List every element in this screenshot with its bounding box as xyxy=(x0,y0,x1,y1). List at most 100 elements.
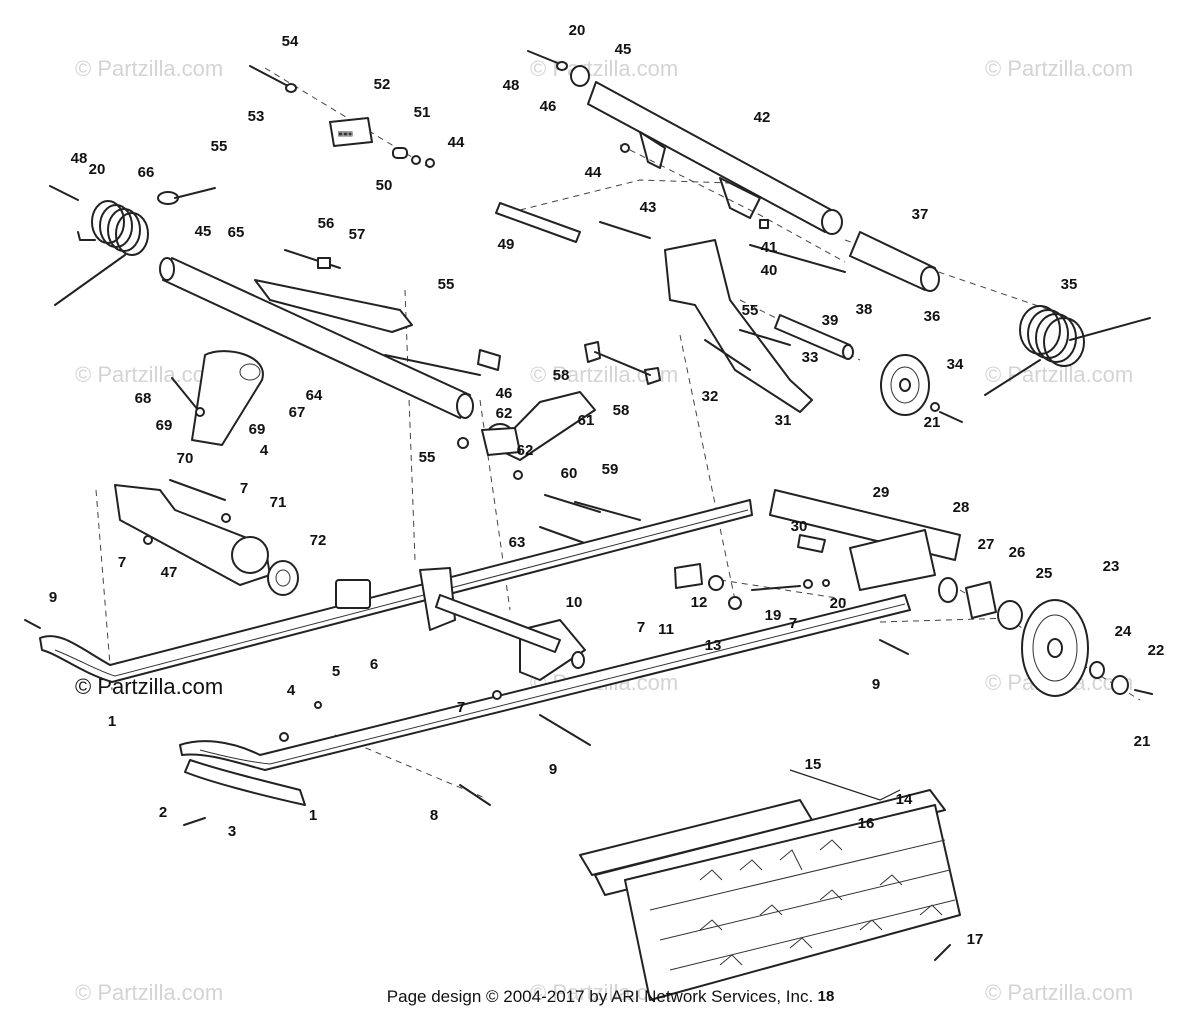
callout-label: 13 xyxy=(705,637,722,654)
watermark: © Partzilla.com xyxy=(985,56,1133,81)
callout-label: 9 xyxy=(549,761,557,778)
callout-label: 26 xyxy=(1009,544,1026,561)
callout-label: 1 xyxy=(108,713,116,730)
callout-label: 45 xyxy=(615,41,632,58)
callout-label: 46 xyxy=(540,98,557,115)
callout-label: 58 xyxy=(553,367,570,384)
callout-label: 65 xyxy=(228,224,245,241)
callout-label: 55 xyxy=(438,276,455,293)
callout-label: 12 xyxy=(691,594,708,611)
callout-label: 44 xyxy=(448,134,465,151)
callout-label: 64 xyxy=(306,387,323,404)
callout-label: 48 xyxy=(503,77,520,94)
callout-label: 11 xyxy=(658,621,674,638)
callout-label: 60 xyxy=(561,465,578,482)
callout-label: 4 xyxy=(260,442,269,459)
callout-label: 39 xyxy=(822,312,839,329)
callout-label: 54 xyxy=(282,33,299,50)
callout-label: 55 xyxy=(742,302,759,319)
callout-label: 62 xyxy=(517,442,534,459)
callout-label: 33 xyxy=(802,349,819,366)
callout-label: 35 xyxy=(1061,276,1078,293)
callout-label: 17 xyxy=(967,931,984,948)
callout-label: 51 xyxy=(414,104,431,121)
callout-label: 34 xyxy=(947,356,964,373)
callout-label: 71 xyxy=(270,494,287,511)
callout-label: 21 xyxy=(924,414,941,431)
callout-label: 9 xyxy=(49,589,57,606)
callout-label: 7 xyxy=(240,480,248,497)
callout-label: 59 xyxy=(602,461,619,478)
callout-label: 23 xyxy=(1103,558,1120,575)
callout-label: 46 xyxy=(496,385,513,402)
callout-label: 70 xyxy=(177,450,194,467)
callout-label: 20 xyxy=(89,161,106,178)
callout-label: 2 xyxy=(159,804,167,821)
callout-label: 56 xyxy=(318,215,335,232)
callout-label: 36 xyxy=(924,308,941,325)
callout-label: 37 xyxy=(912,206,929,223)
callout-label: 69 xyxy=(249,421,266,438)
callout-label: 18 xyxy=(818,988,835,1005)
watermark: © Partzilla.com xyxy=(985,980,1133,1005)
callout-label: 58 xyxy=(613,402,630,419)
callout-label: 7 xyxy=(118,554,126,571)
line-art: ▣▣▣ xyxy=(24,50,1153,1001)
callout-label: 7 xyxy=(457,699,465,716)
callout-label: 20 xyxy=(830,595,847,612)
callout-label: 49 xyxy=(498,236,515,253)
watermark: © Partzilla.com xyxy=(75,362,223,387)
callout-numbers: 54 53 52 51 50 44 20 48 45 46 42 44 48 2… xyxy=(49,22,1165,1005)
callout-label: 53 xyxy=(248,108,265,125)
callout-label: 29 xyxy=(873,484,890,501)
watermark: © Partzilla.com xyxy=(75,56,223,81)
callout-label: 21 xyxy=(1134,733,1151,750)
callout-label: 24 xyxy=(1115,623,1132,640)
callout-label: 15 xyxy=(805,756,822,773)
callout-label: 14 xyxy=(896,791,913,808)
callout-label: 10 xyxy=(566,594,583,611)
callout-label: 48 xyxy=(71,150,88,167)
callout-label: 67 xyxy=(289,404,306,421)
callout-label: 25 xyxy=(1036,565,1053,582)
callout-label: 4 xyxy=(287,682,296,699)
callout-label: 8 xyxy=(430,807,438,824)
callout-label: 20 xyxy=(569,22,586,39)
callout-label: 32 xyxy=(702,388,719,405)
callout-label: 47 xyxy=(161,564,178,581)
callout-label: 16 xyxy=(858,815,875,832)
callout-label: 52 xyxy=(374,76,391,93)
watermark: © Partzilla.com xyxy=(75,980,223,1005)
callout-label: 27 xyxy=(978,536,995,553)
callout-label: 55 xyxy=(419,449,436,466)
callout-label: 7 xyxy=(789,615,797,632)
callout-label: 72 xyxy=(310,532,327,549)
callout-label: 55 xyxy=(211,138,228,155)
callout-label: 43 xyxy=(640,199,657,216)
callout-label: 6 xyxy=(370,656,378,673)
callout-label: 22 xyxy=(1148,642,1165,659)
svg-text:▣▣▣: ▣▣▣ xyxy=(338,130,353,139)
watermark: © Partzilla.com xyxy=(530,56,678,81)
callout-label: 30 xyxy=(791,518,808,535)
callout-label: 50 xyxy=(376,177,393,194)
callout-label: 40 xyxy=(761,262,778,279)
callout-label: 1 xyxy=(309,807,317,824)
callout-label: 5 xyxy=(332,663,340,680)
watermark-strong: © Partzilla.com xyxy=(75,674,223,699)
callout-label: 69 xyxy=(156,417,173,434)
callout-label: 41 xyxy=(761,239,778,256)
callout-label: 31 xyxy=(775,412,792,429)
callout-label: 3 xyxy=(228,823,236,840)
callout-label: 66 xyxy=(138,164,155,181)
callout-label: 44 xyxy=(585,164,602,181)
callout-label: 19 xyxy=(765,607,782,624)
callout-label: 68 xyxy=(135,390,152,407)
callout-label: 63 xyxy=(509,534,526,551)
callout-label: 28 xyxy=(953,499,970,516)
callout-label: 45 xyxy=(195,223,212,240)
callout-label: 9 xyxy=(872,676,880,693)
copyright-footer: Page design © 2004-2017 by ARI Network S… xyxy=(387,987,813,1006)
